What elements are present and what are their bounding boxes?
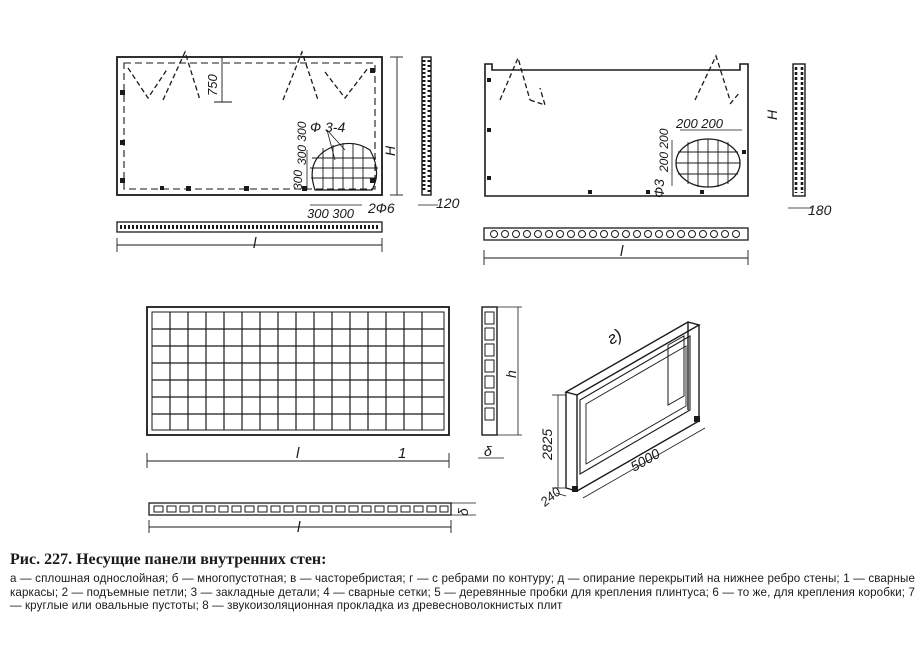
dim-120: 120 [436, 195, 460, 211]
dim-l-c: l [296, 445, 300, 462]
panel-c [146, 306, 522, 533]
caption-legend: а — сплошная однослойная; б — многопусто… [10, 572, 915, 613]
lifting-loop [729, 91, 741, 105]
dim-delta-c: δ [484, 443, 492, 459]
figure-drawing: 750 Ф 3-4 300 300 300 300 300 H 2Ф6 120 … [116, 50, 832, 536]
dim-200-200-top: 200 200 [675, 116, 724, 131]
ribs-grid [152, 312, 444, 430]
dim-240: 240 [537, 483, 565, 510]
dim-H-a: H [382, 145, 398, 156]
dim-2phi6: 2Ф6 [367, 200, 395, 216]
embedded-details [487, 78, 746, 194]
lifting-loop [694, 54, 731, 101]
lifting-loop [324, 67, 369, 100]
dim-phi3: Ф3 [651, 179, 667, 198]
panel-d [552, 321, 706, 499]
panel-a [116, 50, 438, 252]
welded-mesh-cutout [311, 142, 378, 191]
panel-c-plan [148, 502, 452, 516]
panel-c-section [481, 306, 498, 436]
figure-caption: Рис. 227. Несущие панели внутренних стен… [10, 550, 915, 613]
panel-b-plan [483, 227, 749, 241]
dim-delta-c-bottom: δ [455, 508, 471, 516]
dim-phi-3-4: Ф 3-4 [310, 119, 345, 135]
dim-5000: 5000 [628, 445, 663, 475]
dim-l-a: l [253, 235, 257, 252]
dim-200-200-side: 200 200 [657, 128, 671, 173]
lifting-loop [529, 87, 546, 107]
dim-H-b: H [764, 109, 780, 120]
caption-title: Рис. 227. Несущие панели внутренних стен… [10, 551, 327, 568]
dim-750: 750 [205, 74, 220, 96]
lifting-loop [127, 67, 169, 100]
panel-c-elevation [146, 306, 450, 436]
panel-a-elevation [116, 56, 383, 196]
dim-l-b: l [620, 243, 624, 260]
panel-a-frame [123, 62, 376, 190]
panel-a-section [421, 56, 432, 196]
lifting-loop [162, 50, 201, 101]
mesh-grid [676, 139, 740, 187]
dim-h-c: h [503, 370, 519, 378]
dim-300-side: 300 [291, 170, 305, 190]
panel-a-plan [116, 221, 383, 233]
lifting-loop [282, 50, 319, 101]
dim-2825: 2825 [539, 429, 555, 461]
panel-d-label: г) [604, 325, 625, 348]
dim-180: 180 [808, 202, 832, 218]
embedded-details [120, 68, 375, 191]
panel-d-outer [565, 392, 578, 492]
panel-b [483, 54, 812, 265]
hollow-cores [490, 230, 740, 238]
lifting-loop [499, 56, 531, 101]
dim-300-300-top: 300 300 [295, 121, 309, 165]
dim-l-c-bottom: l [297, 519, 301, 536]
panel-b-elevation [484, 63, 749, 197]
mesh-grid [310, 143, 378, 190]
panel-b-section [792, 63, 806, 197]
panel-d-front [564, 321, 701, 396]
dim-300-300-bottom: 300 300 [307, 206, 355, 221]
mark-1: 1 [398, 445, 406, 462]
